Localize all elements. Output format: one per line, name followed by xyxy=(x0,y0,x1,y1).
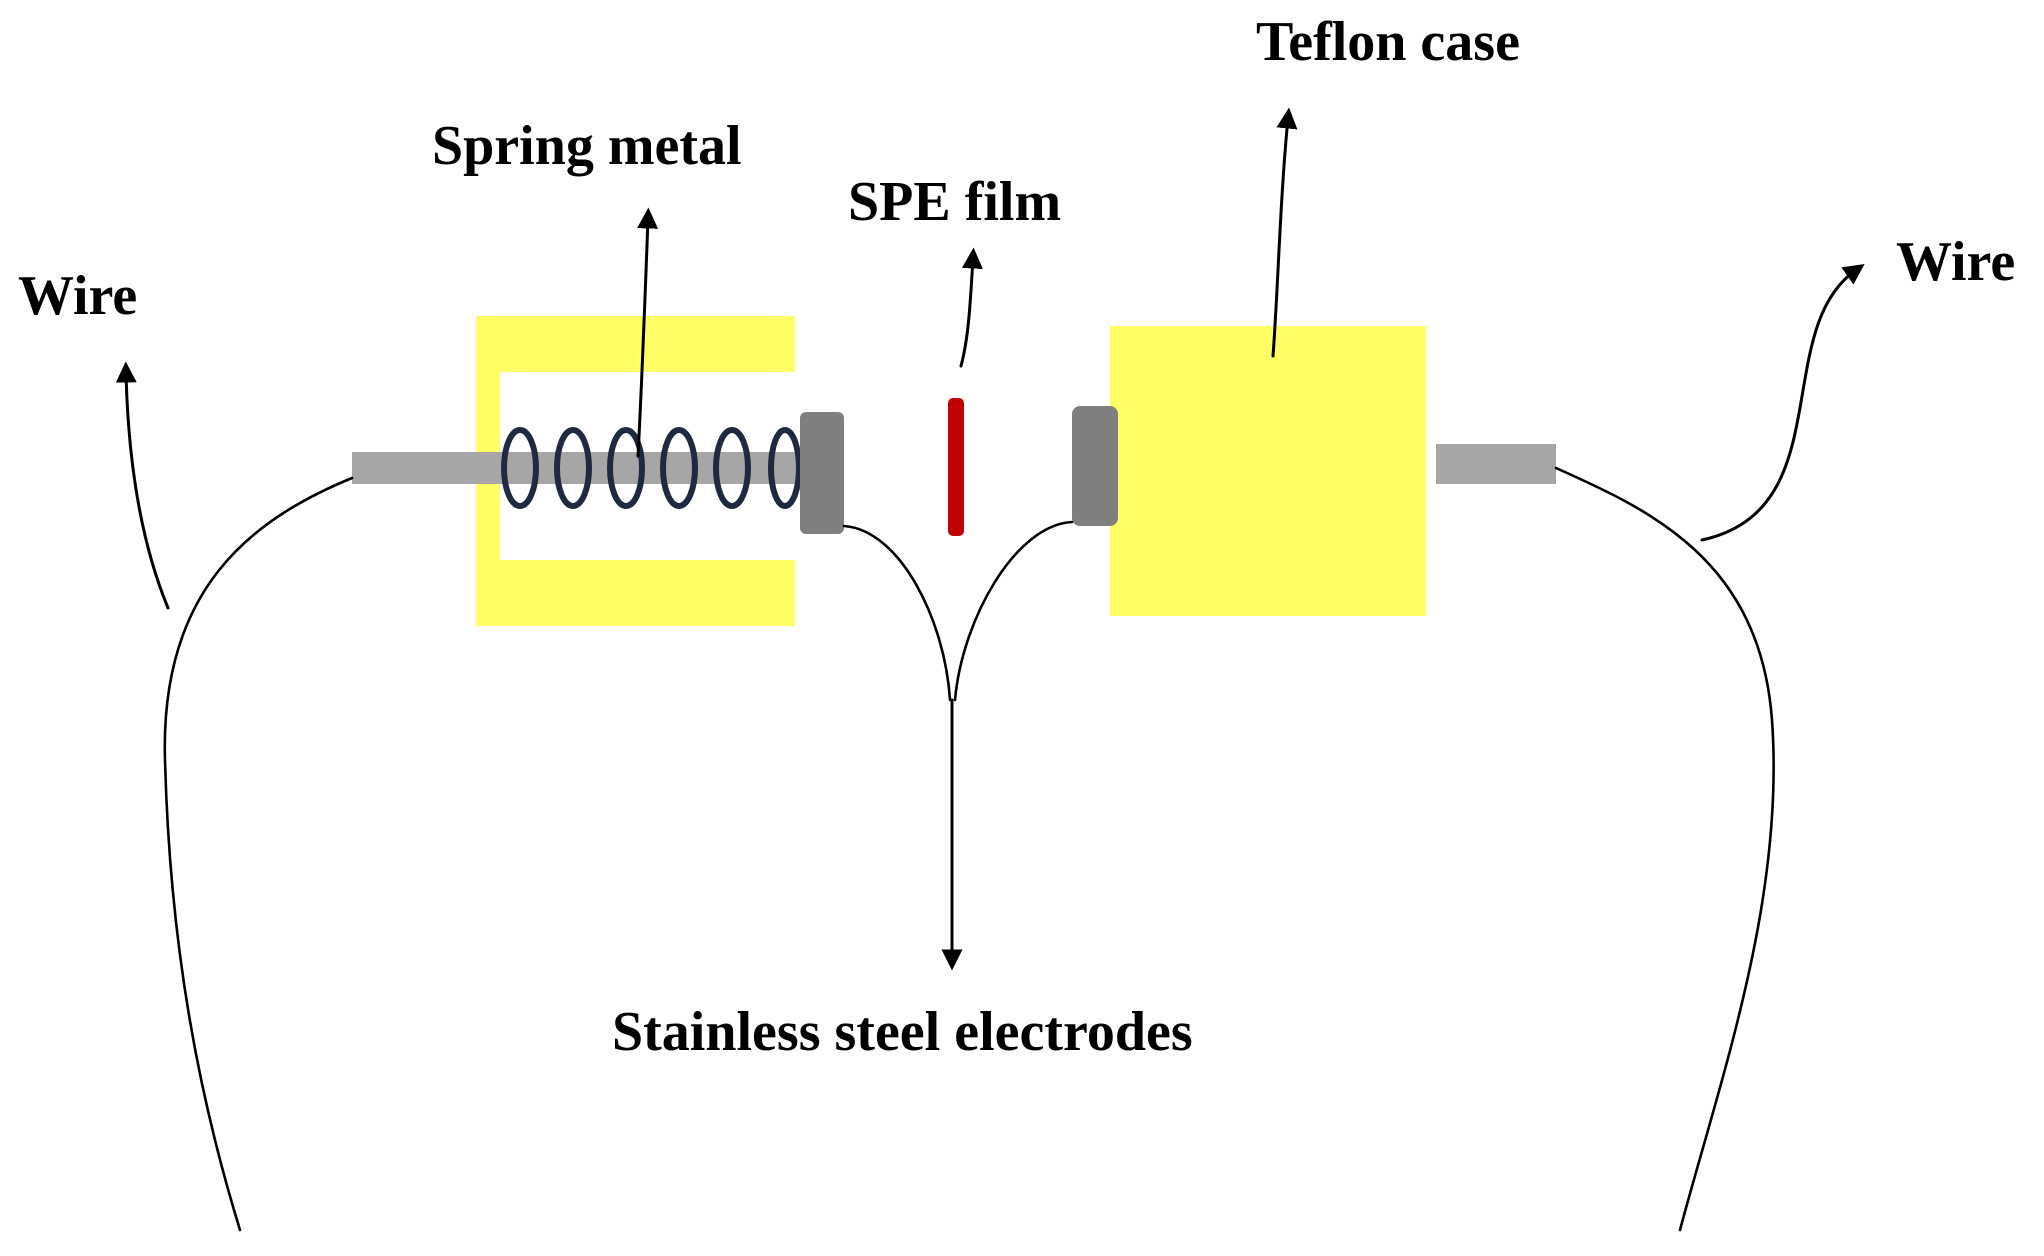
wire-right-arrow xyxy=(1700,263,1865,542)
wire-right-curve xyxy=(1554,466,1775,1232)
electrodes-label: Stainless steel electrodes xyxy=(612,1001,1193,1063)
spring-metal-label: Spring metal xyxy=(432,115,742,177)
wire-right-label: Wire xyxy=(1896,231,2015,293)
teflon-case-left xyxy=(476,316,795,626)
electrode-left xyxy=(800,412,844,534)
electrode-right-wire xyxy=(953,520,1074,702)
spe-film-label: SPE film xyxy=(848,171,1061,233)
wire-left-label: Wire xyxy=(18,265,137,327)
rod-left xyxy=(352,452,800,484)
spring-metal-arrow xyxy=(636,207,659,458)
spe-film xyxy=(948,398,964,536)
spring-metal xyxy=(501,427,802,509)
teflon-case-right xyxy=(1110,326,1426,616)
electrode-right xyxy=(1072,406,1118,526)
teflon-case-arrow xyxy=(1271,107,1298,358)
electrode-left-wire xyxy=(842,524,952,702)
teflon-case-label: Teflon case xyxy=(1256,11,1520,73)
wire-left-curve xyxy=(163,476,354,1232)
spe-film-arrow xyxy=(959,247,983,368)
rod-right xyxy=(1436,444,1556,484)
wire-left-arrow xyxy=(115,361,170,610)
